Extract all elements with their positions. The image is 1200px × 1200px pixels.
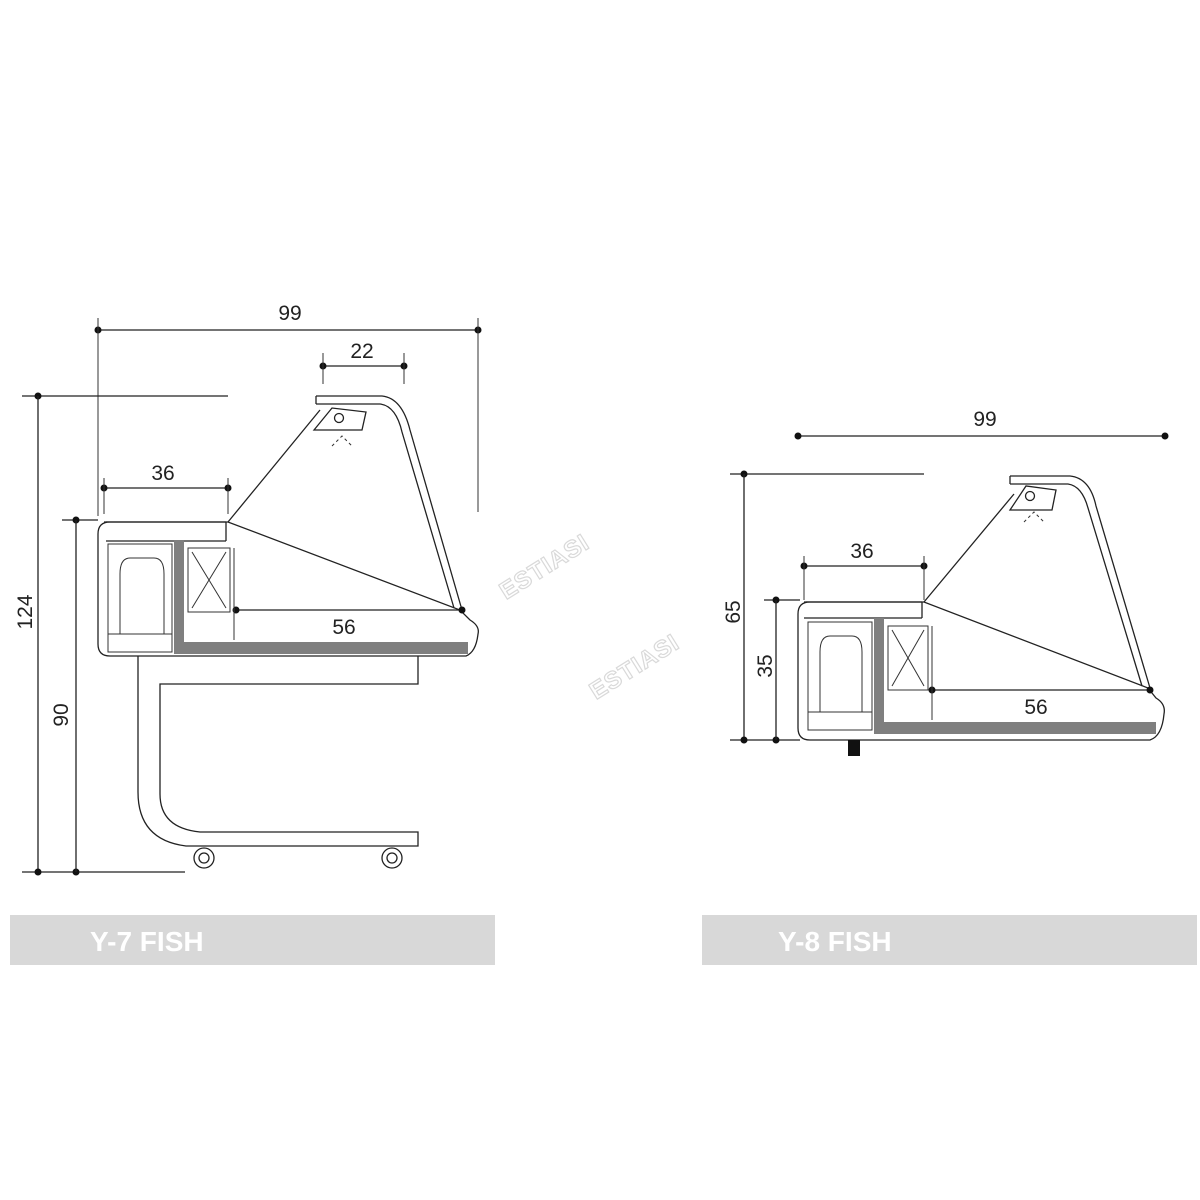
y8-drawing: 99 36 65 35 xyxy=(722,408,1169,756)
y7-dim-height-counter: 90 xyxy=(50,703,73,726)
y8-model-label: Y-8 FISH xyxy=(778,926,892,957)
y7-dim-height-total: 124 xyxy=(14,594,37,629)
y8-dim-height-base: 35 xyxy=(754,654,777,677)
y7-dim-top-shelf: 36 xyxy=(151,462,174,485)
y7-label-band xyxy=(10,915,495,965)
watermark-logo-1: ESTIASI xyxy=(495,529,594,605)
y8-dim-height-total: 65 xyxy=(722,600,745,623)
y7-dim-width-total: 99 xyxy=(278,302,301,325)
y7-dim-light: 22 xyxy=(350,340,373,363)
y7-model-label: Y-7 FISH xyxy=(90,926,204,957)
y7-drawing: 99 22 36 124 90 xyxy=(14,302,482,876)
watermark-logo-2: ESTIASI xyxy=(585,629,684,705)
y8-dim-top-shelf: 36 xyxy=(850,540,873,563)
y8-dim-width-total: 99 xyxy=(973,408,996,431)
y8-label-band xyxy=(702,915,1197,965)
y7-dim-depth: 56 xyxy=(332,616,355,639)
y8-dim-depth: 56 xyxy=(1024,696,1047,719)
